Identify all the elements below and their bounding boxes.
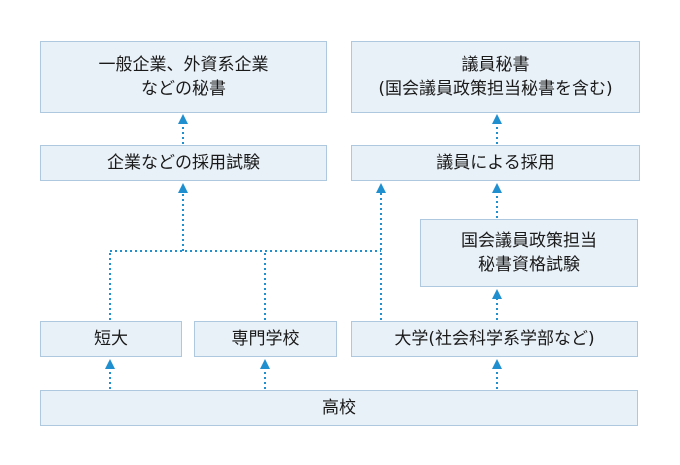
junior-college-box: 短大 — [40, 321, 182, 357]
university-box: 大学(社会科学系学部など) — [351, 321, 638, 357]
junior-college-label: 短大 — [94, 329, 128, 349]
company-exam-label: 企業などの採用試験 — [107, 153, 260, 173]
diet-hiring-label: 議員による採用 — [436, 153, 555, 173]
high-school-box: 高校 — [40, 390, 638, 426]
general-secretary-line2: などの秘書 — [141, 79, 226, 99]
diet-secretary-line1: 議員秘書 — [461, 55, 530, 75]
policy-secretary-exam-line1: 国会議員政策担当 — [461, 231, 597, 251]
general-secretary-box: 一般企業、外資系企業 などの秘書 — [40, 41, 327, 113]
policy-secretary-exam-box: 国会議員政策担当 秘書資格試験 — [420, 219, 638, 287]
diet-secretary-line2: (国会議員政策担当秘書を含む) — [378, 79, 613, 99]
vocational-school-label: 専門学校 — [231, 329, 300, 349]
vocational-school-box: 専門学校 — [194, 321, 337, 357]
high-school-label: 高校 — [322, 398, 356, 418]
general-secretary-line1: 一般企業、外資系企業 — [98, 55, 269, 75]
diet-hiring-box: 議員による採用 — [351, 145, 640, 181]
university-label: 大学(社会科学系学部など) — [394, 329, 595, 349]
policy-secretary-exam-line2: 秘書資格試験 — [478, 255, 580, 275]
diet-secretary-box: 議員秘書 (国会議員政策担当秘書を含む) — [351, 41, 640, 113]
company-exam-box: 企業などの採用試験 — [40, 145, 327, 181]
